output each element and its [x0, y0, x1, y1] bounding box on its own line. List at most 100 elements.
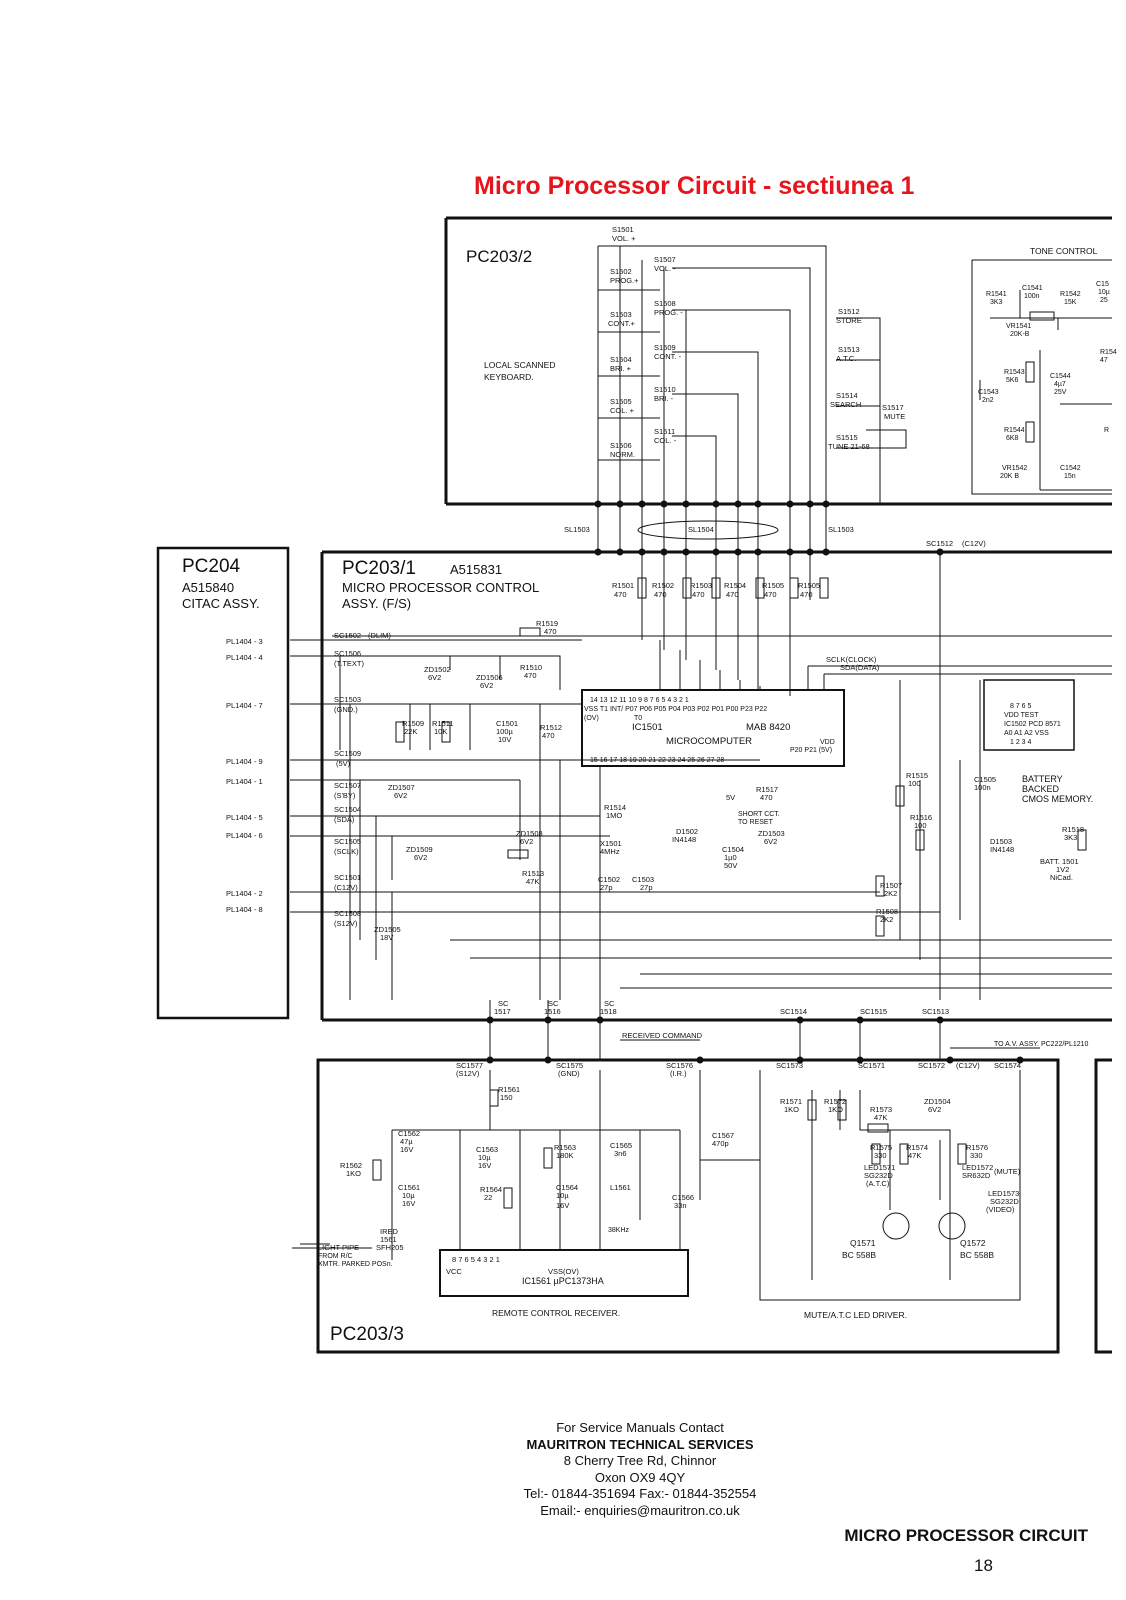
tone-label: 6K8 [1006, 435, 1019, 442]
sc-label: SC1576 [666, 1061, 693, 1070]
switch-ref: S1511 [654, 427, 675, 436]
component-label: C1561 [398, 1183, 420, 1192]
switch-fn: PROG. - [654, 308, 683, 317]
pc204-code: A515840 [182, 580, 234, 595]
component-label: SG232D [990, 1197, 1019, 1206]
contact-company: MAURITRON TECHNICAL SERVICES [526, 1436, 754, 1452]
rc-label: MUTE/A.T.C LED DRIVER. [804, 1310, 907, 1320]
component-label: LED1573 [988, 1189, 1019, 1198]
component-label: 27p [640, 883, 653, 892]
switch-ref: S1515 [836, 433, 858, 442]
component-label: C1504 [722, 845, 744, 854]
pc2033-board-outline [316, 1058, 1060, 1354]
component-label: ZD1507 [388, 783, 415, 792]
sc-label: SC1509 [334, 749, 361, 758]
switch-fn: BRI. + [610, 364, 632, 373]
keyboard-label-line2: KEYBOARD. [484, 372, 534, 382]
component-label: 1KO [784, 1105, 799, 1114]
tone-label: C1543 [978, 389, 999, 396]
switch-fn: VOL. + [612, 234, 636, 243]
connector-label: SL1503 [564, 525, 590, 534]
tone-label: VR1542 [1002, 465, 1027, 472]
switch-ref: S1507 [654, 255, 676, 264]
component-label: R1511 [432, 719, 454, 728]
component-label: 2K2 [880, 915, 893, 924]
sc-label: SC1577 [456, 1061, 483, 1070]
tone-label: R154 [1100, 349, 1117, 356]
component-label: ZD1503 [758, 829, 785, 838]
tone-label: C15 [1096, 281, 1109, 288]
resistor-ref: R1505 [798, 581, 820, 590]
component-label: SG232D [864, 1171, 893, 1180]
tone-label: 5K6 [1006, 377, 1019, 384]
component-label: L1561 [610, 1183, 631, 1192]
component-label: 6V2 [764, 837, 777, 846]
component-label: 50V [724, 861, 737, 870]
component-label: R1571 [780, 1097, 802, 1106]
pc2031-board-outline [320, 550, 1112, 1022]
switch-fn: COL. - [654, 436, 677, 445]
component-label: 180K [556, 1151, 574, 1160]
component-label: 1KO [346, 1169, 361, 1178]
switch-ref: S1502 [610, 267, 632, 276]
component-label: 4MHz [600, 847, 620, 856]
ic1501-text: T0 [634, 715, 642, 722]
resistor-value: 470 [726, 590, 739, 599]
switch-fn: TUNE 21-68 [828, 442, 870, 451]
component-label: 330 [970, 1151, 983, 1160]
tone-label: 15n [1064, 473, 1076, 480]
memory-ic-text: A0 A1 A2 VSS [1004, 730, 1049, 737]
component-label: 47K [526, 877, 539, 886]
resistor-value: 470 [764, 590, 777, 599]
tone-label: R1543 [1004, 369, 1025, 376]
component-label: 470 [760, 793, 773, 802]
component-label: 1KO [828, 1105, 843, 1114]
pc2031-name-line1: MICRO PROCESSOR CONTROL [342, 580, 539, 595]
component-label: (VIDEO) [986, 1205, 1015, 1214]
component-label: SFH205 [376, 1243, 404, 1252]
page-number: 18 [974, 1556, 993, 1575]
component-label: TO RESET [738, 819, 774, 826]
sc-label: (S'BY) [334, 791, 356, 800]
pl-pin-label: PL1404 - 8 [226, 905, 263, 914]
memory-ic-text: 1 2 3 4 [1010, 739, 1032, 746]
ic1501-part: MAB 8420 [746, 722, 790, 733]
resistor-value: 470 [692, 590, 705, 599]
memory-ic-text: 8 7 6 5 [1010, 703, 1032, 710]
component-label: C1502 [598, 875, 620, 884]
switch-fn: MUTE [884, 412, 905, 421]
switch-fn: SEARCH [830, 400, 861, 409]
component-label: 18V [380, 933, 393, 942]
board-label-pc2031: PC203/1 [342, 558, 416, 579]
component-label: (A.T.C) [866, 1179, 890, 1188]
sc-label: (GND.) [334, 705, 358, 714]
ic1561-pin-numbers: 8 7 6 5 4 3 2 1 [452, 1255, 500, 1264]
component-label: 16V [400, 1145, 413, 1154]
memory-label: CMOS MEMORY. [1022, 794, 1093, 804]
page-title: Micro Processor Circuit - sectiunea 1 [474, 172, 915, 200]
switch-ref: S1508 [654, 299, 676, 308]
component-label: 150 [500, 1093, 513, 1102]
ic1501-pin-numbers: 14 13 12 11 10 9 8 7 6 5 4 3 2 1 [590, 697, 689, 704]
component-label: IRED [380, 1227, 399, 1236]
switch-ref: S1517 [882, 403, 904, 412]
component-label: Q1572 [960, 1238, 986, 1248]
ic1501-desc: MICROCOMPUTER [666, 736, 752, 747]
sc-label: SC1575 [556, 1061, 583, 1070]
component-label: D1502 [676, 827, 698, 836]
connector-label: SL1503 [828, 525, 854, 534]
pc2031-code: A515831 [450, 562, 502, 577]
sc-label: (C12V) [334, 883, 358, 892]
resistor-value: 470 [654, 590, 667, 599]
resistor-value: 470 [614, 590, 627, 599]
switch-ref: S1504 [610, 355, 632, 364]
switch-fn: COL. + [610, 406, 635, 415]
component-label: 5V [726, 793, 735, 802]
tone-label: 4µ7 [1054, 381, 1066, 388]
tone-label: 25V [1054, 389, 1067, 396]
component-label: SHORT CCT. [738, 811, 780, 818]
switch-fn: VOL. - [654, 264, 676, 273]
component-label: 16V [556, 1201, 569, 1210]
sc-label: SC1505 [334, 837, 361, 846]
